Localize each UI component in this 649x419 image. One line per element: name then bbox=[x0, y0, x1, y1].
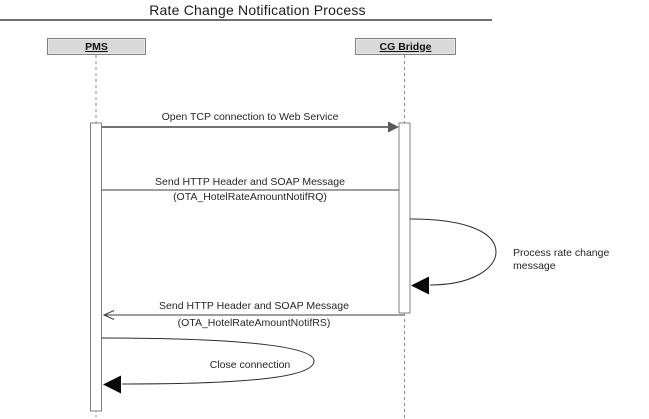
message-soap-rs-label-line2: (OTA_HotelRateAmountNotifRS) bbox=[177, 317, 331, 329]
message-open-tcp-arrowhead bbox=[388, 121, 399, 133]
title-divider bbox=[0, 19, 492, 21]
cg-self-loop-arrowhead bbox=[411, 276, 429, 295]
pms-activation-bar bbox=[90, 122, 102, 412]
actor-label-cg-bridge: CG Bridge bbox=[379, 40, 432, 53]
pms-self-loop-arrowhead bbox=[103, 375, 121, 394]
message-soap-rq-label-line1: Send HTTP Header and SOAP Message bbox=[155, 176, 345, 188]
pms-self-loop-label: Close connection bbox=[209, 359, 291, 371]
pms-self-loop-arc bbox=[101, 337, 315, 385]
message-soap-rq-label-line2: (OTA_HotelRateAmountNotifRQ) bbox=[173, 191, 327, 203]
actor-box-cg-bridge: CG Bridge bbox=[355, 38, 456, 55]
cg-bridge-activation-bar bbox=[398, 122, 411, 314]
message-soap-rs-arrowhead bbox=[102, 310, 115, 320]
actor-box-pms: PMS bbox=[47, 38, 146, 55]
diagram-title: Rate Change Notification Process bbox=[149, 2, 366, 18]
actor-label-pms: PMS bbox=[85, 40, 108, 53]
cg-self-loop-label: Process rate change message bbox=[513, 247, 610, 272]
message-open-tcp-label: Open TCP connection to Web Service bbox=[161, 111, 339, 123]
message-soap-rs-label-line1: Send HTTP Header and SOAP Message bbox=[159, 300, 349, 312]
cg-self-loop-arc bbox=[409, 218, 497, 286]
